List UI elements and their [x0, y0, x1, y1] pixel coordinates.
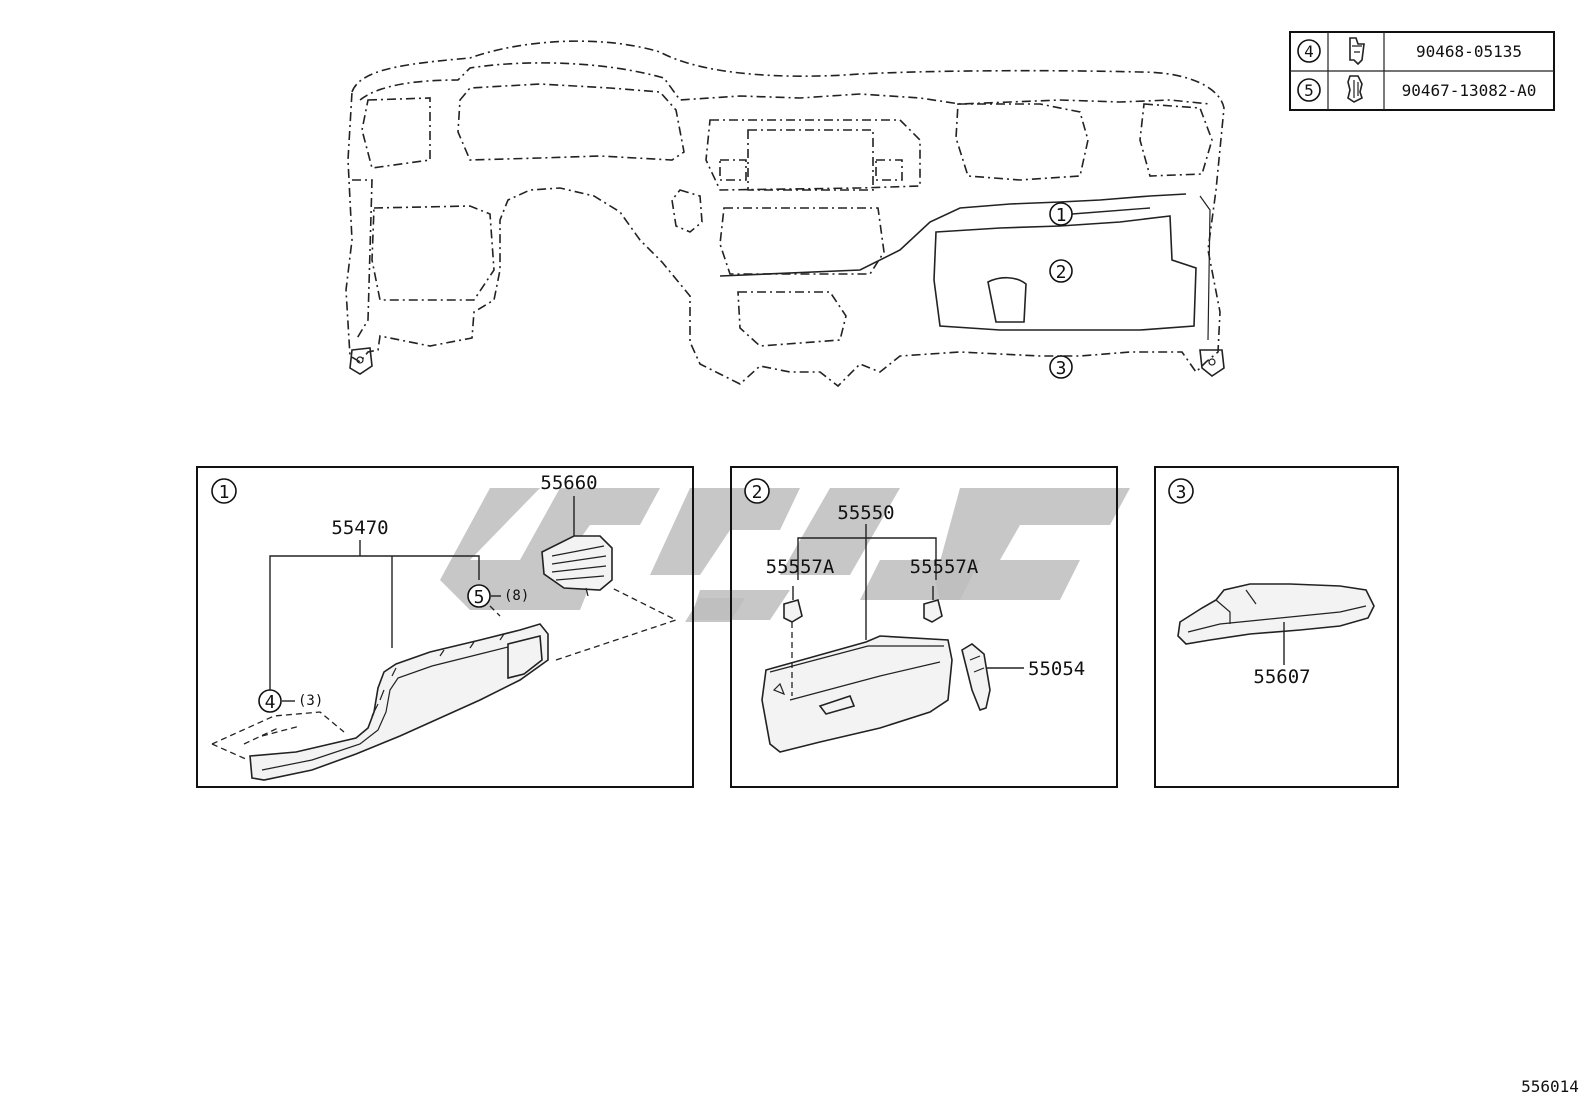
panel-number: 3 [1176, 482, 1187, 503]
panel-3: 3 55607 [1154, 466, 1399, 788]
diagram-id: 556014 [1521, 1077, 1579, 1096]
label-55607: 55607 [1253, 666, 1310, 688]
glove-door-panel [249, 623, 549, 781]
panel-number: 2 [752, 482, 763, 503]
clip-qty: (3) [298, 693, 323, 709]
lower-panel-bracket [1177, 583, 1375, 645]
callout-number: 2 [1056, 262, 1067, 283]
part-number: 90468-05135 [1416, 42, 1522, 61]
label-55550: 55550 [837, 502, 894, 524]
label-55660: 55660 [540, 472, 597, 494]
ref-number: 4 [1304, 42, 1314, 61]
callout-3: 3 [1049, 355, 1073, 379]
dashboard-overview: 1 2 3 [345, 40, 1225, 388]
callout-2: 2 [1049, 259, 1073, 283]
damper [961, 643, 991, 711]
ref-circle [1297, 39, 1321, 63]
clip-icon [1349, 37, 1365, 66]
callout-1: 1 [1049, 202, 1151, 226]
panel-1: 1 55470 55660 5 (8) 4 (3) [196, 466, 694, 788]
fastener-table: 4 90468-05135 5 90467-13082-A0 [1289, 31, 1555, 111]
clip-qty: (8) [504, 588, 529, 604]
part-number: 90467-13082-A0 [1402, 81, 1537, 100]
table-row: 5 90467-13082-A0 [1297, 75, 1537, 103]
ref-number: 5 [1304, 81, 1314, 100]
clip-icon [1347, 75, 1363, 103]
label-55557A: 55557A [910, 556, 979, 578]
stopper-left [783, 599, 803, 623]
panel-2: 2 55550 55557A 55557A 55054 [730, 466, 1118, 788]
label-55557A: 55557A [766, 556, 835, 578]
clip-ref: 4 [265, 692, 276, 713]
callout-number: 1 [1056, 205, 1067, 226]
clip-ref: 5 [474, 587, 485, 608]
panel-number: 1 [219, 482, 230, 503]
table-row: 4 90468-05135 [1297, 37, 1522, 66]
glove-box [761, 635, 953, 753]
ref-circle [1297, 78, 1321, 102]
label-55470: 55470 [331, 517, 388, 539]
callout-number: 3 [1056, 358, 1067, 379]
stopper-right [923, 599, 943, 623]
label-55054: 55054 [1028, 658, 1085, 680]
